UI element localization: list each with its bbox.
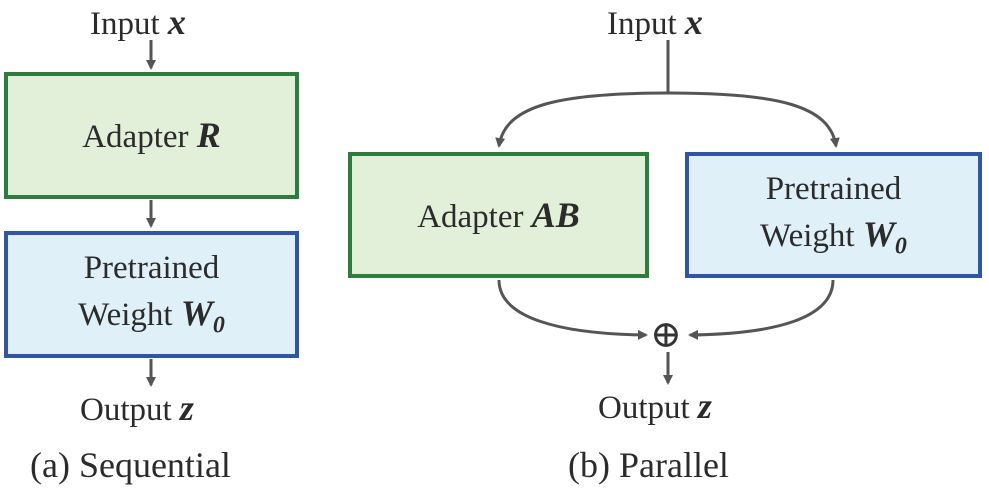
par-output-label: Output z (598, 386, 712, 426)
par-output-var: z (697, 386, 712, 426)
seq-adapter-var: R (196, 115, 221, 156)
par-input-var: x (684, 2, 703, 42)
seq-adapter-box: Adapter R (4, 72, 299, 199)
seq-weight-line2: Weight (78, 297, 181, 334)
seq-input-var: x (167, 2, 186, 42)
seq-weight-var: W (180, 293, 213, 334)
par-weight-line1: Pretrained (765, 170, 902, 207)
seq-output-var: z (179, 388, 194, 428)
sum-symbol: ⊕ (650, 314, 682, 356)
seq-weight-sub: 0 (212, 312, 225, 339)
par-arrow-to-weight (667, 91, 840, 148)
seq-caption: (a) Sequential (30, 445, 231, 485)
par-adapter-box: Adapter AB (348, 152, 649, 278)
par-arrow-to-adapter (495, 91, 669, 148)
seq-adapter-label: Adapter (82, 119, 197, 156)
seq-weight-box: Pretrained Weight W0 (4, 231, 299, 358)
seq-weight-line1: Pretrained (83, 250, 220, 287)
par-adapter-var: AB (531, 194, 580, 235)
par-arrow-weight-to-sum (688, 279, 835, 340)
par-adapter-label: Adapter (417, 198, 532, 235)
par-weight-line2: Weight (760, 217, 863, 254)
seq-output-label: Output z (80, 388, 194, 428)
par-weight-box: Pretrained Weight W0 (685, 152, 982, 278)
par-input-label: Input x (607, 2, 703, 42)
par-caption: (b) Parallel (568, 445, 729, 485)
par-weight-sub: 0 (894, 233, 907, 260)
seq-input-label: Input x (90, 2, 186, 42)
par-arrow-adapter-to-sum (497, 279, 648, 340)
par-weight-var: W (862, 213, 895, 254)
